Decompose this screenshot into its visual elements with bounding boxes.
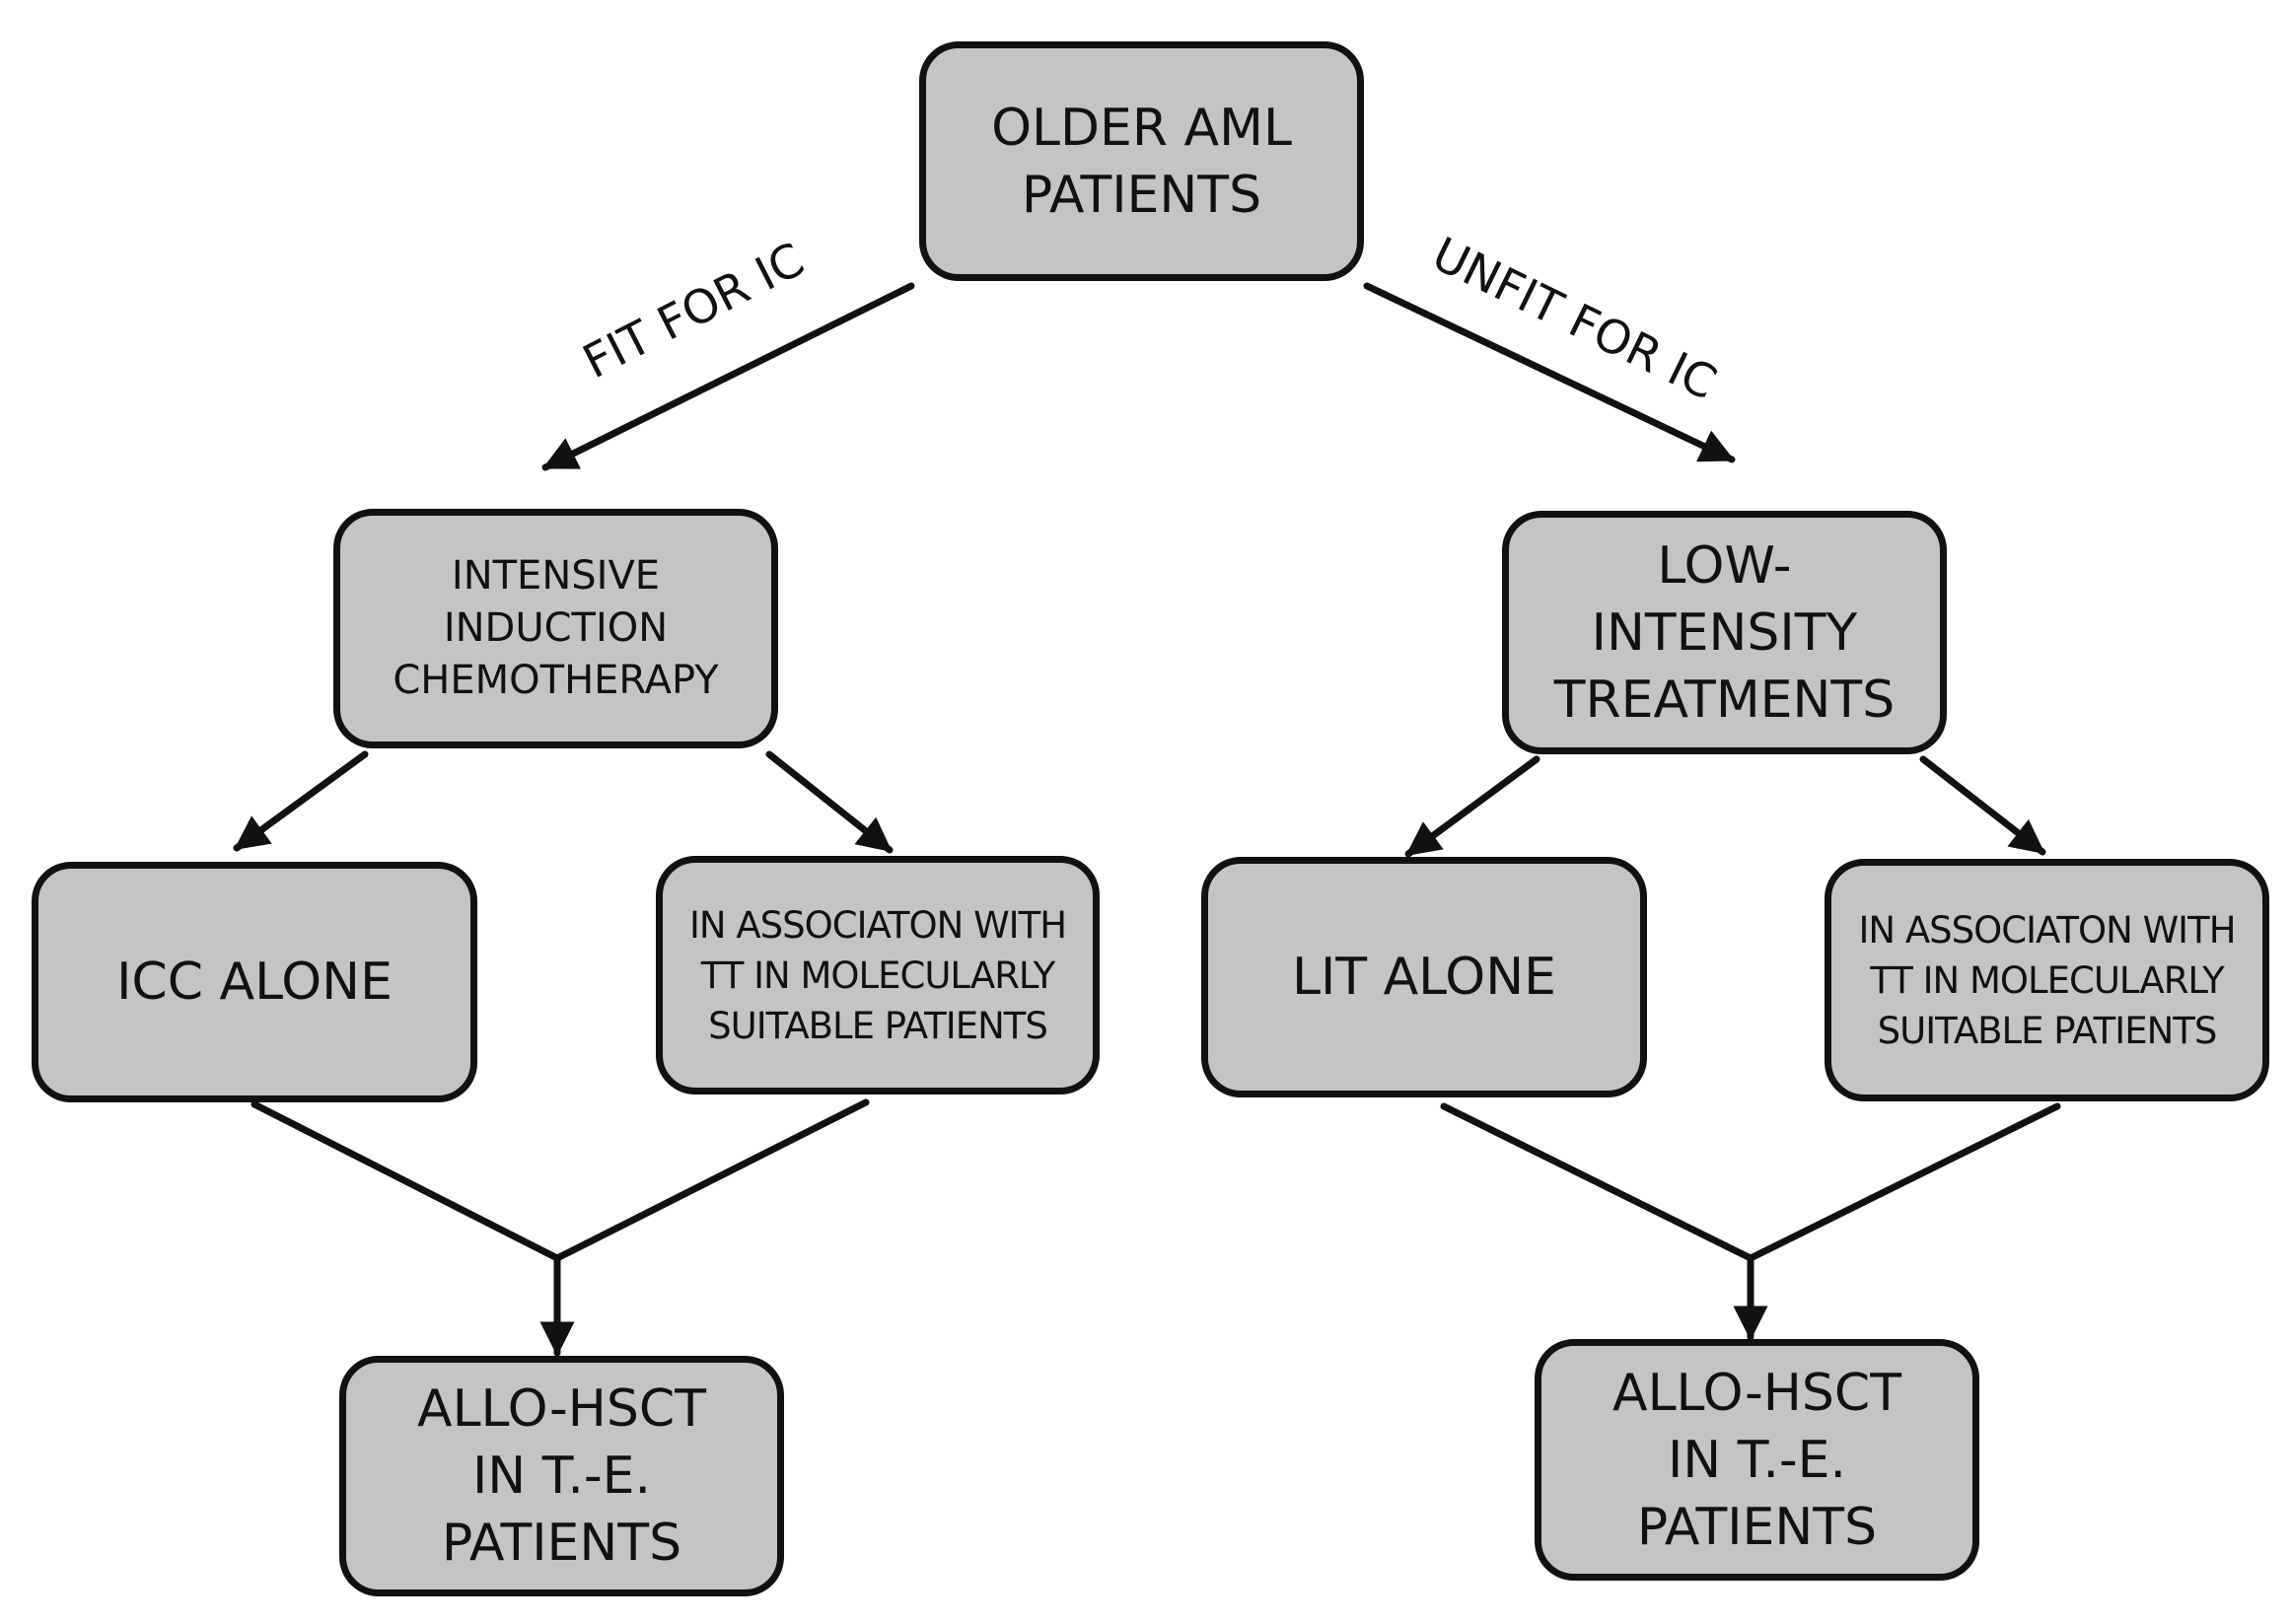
node-low-intensity-treatments: LOW- INTENSITY TREATMENTS <box>1502 511 1947 754</box>
node-low-intensity-line-3: TREATMENTS <box>1553 670 1896 730</box>
node-icc-tt-line-2: TT IN MOLECULARLY <box>700 953 1055 997</box>
arrow-low-intensity-to-lit-alone <box>1404 755 1540 858</box>
node-low-intensity-line-1: LOW- <box>1657 535 1792 596</box>
arrow-intensive-to-icc-alone <box>233 750 369 852</box>
node-icc-tt-line-3: SUITABLE PATIENTS <box>708 1004 1048 1047</box>
node-allo-left-line-1: ALLO-HSCT <box>417 1379 706 1439</box>
node-intensive-line-3: CHEMOTHERAPY <box>393 658 719 703</box>
node-intensive-line-2: INDUCTION <box>443 605 669 651</box>
node-icc-alone: ICC ALONE <box>32 862 477 1102</box>
node-older-aml-patients-line-2: PATIENTS <box>1021 165 1262 225</box>
node-allo-hsct-left: ALLO-HSCT IN T.-E. PATIENTS <box>339 1356 784 1596</box>
node-older-aml-patients: OLDER AML PATIENTS <box>919 41 1364 281</box>
node-low-intensity-line-2: INTENSITY <box>1591 602 1858 663</box>
node-lit-alone-line-1: LIT ALONE <box>1292 948 1556 1007</box>
node-lit-tt-line-1: IN ASSOCIATON WITH <box>1858 908 2236 952</box>
arrow-intensive-to-icc-tt <box>765 750 894 854</box>
merge-line-left <box>251 1098 870 1262</box>
node-lit-tt-line-3: SUITABLE PATIENTS <box>1877 1009 2218 1052</box>
arrow-root-to-intensive <box>541 282 915 471</box>
node-intensive-induction-chemotherapy: INTENSIVE INDUCTION CHEMOTHERAPY <box>333 509 778 748</box>
node-lit-alone: LIT ALONE <box>1201 857 1647 1097</box>
arrow-root-to-low-intensity <box>1363 282 1736 463</box>
node-allo-left-line-2: IN T.-E. <box>471 1447 652 1506</box>
node-allo-left-line-3: PATIENTS <box>441 1514 682 1573</box>
node-older-aml-patients-line-1: OLDER AML <box>991 98 1292 158</box>
merge-line-right <box>1440 1102 2061 1262</box>
node-lit-tt-line-2: TT IN MOLECULARLY <box>1870 958 2224 1002</box>
arrow-low-intensity-to-lit-tt <box>1919 755 2046 856</box>
node-allo-right-line-3: PATIENTS <box>1636 1497 1878 1557</box>
node-icc-tt-line-1: IN ASSOCIATON WITH <box>688 903 1067 947</box>
node-intensive-line-1: INTENSIVE <box>451 553 661 599</box>
node-lit-with-targeted-therapy: IN ASSOCIATON WITH TT IN MOLECULARLY SUI… <box>1825 859 2269 1101</box>
node-allo-hsct-right: ALLO-HSCT IN T.-E. PATIENTS <box>1535 1339 1979 1581</box>
node-allo-right-line-1: ALLO-HSCT <box>1612 1363 1901 1423</box>
node-allo-right-line-2: IN T.-E. <box>1667 1430 1847 1490</box>
node-icc-with-targeted-therapy: IN ASSOCIATON WITH TT IN MOLECULARLY SUI… <box>656 856 1100 1094</box>
node-icc-alone-line-1: ICC ALONE <box>116 953 393 1012</box>
